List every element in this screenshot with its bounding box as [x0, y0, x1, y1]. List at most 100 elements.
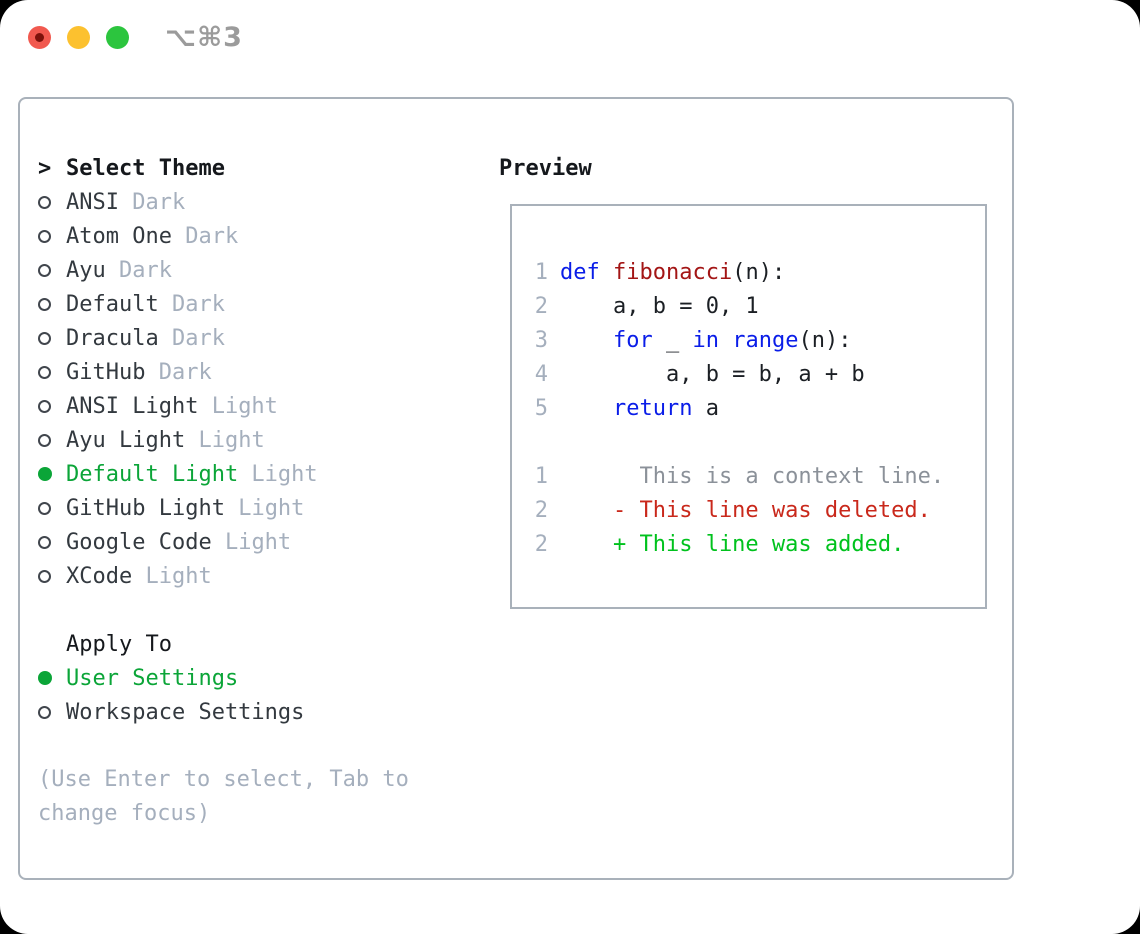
code-line: 2 - This line was deleted.	[534, 493, 985, 527]
theme-item[interactable]: XCode Light	[38, 559, 318, 593]
code-line: 4 a, b = b, a + b	[534, 357, 985, 391]
theme-name: Default	[66, 291, 159, 317]
code-token-keyword: range	[732, 327, 799, 353]
code-token-default: (n):	[732, 259, 786, 285]
theme-name: ANSI Light	[66, 393, 199, 419]
window-titlebar: ⌥⌘3	[0, 0, 1140, 74]
theme-variant: Light	[132, 563, 212, 589]
line-number: 2	[534, 293, 548, 319]
code-token-context: This is a context line.	[560, 463, 945, 489]
preview-header: Preview	[499, 151, 592, 185]
radio-icon	[38, 705, 51, 719]
theme-variant: Dark	[171, 223, 239, 249]
code-token-keyword: in	[692, 327, 719, 353]
theme-name: Ayu Light	[66, 427, 186, 453]
code-token-added: + This line was added.	[560, 531, 905, 557]
code-token-default: a, b = 0, 1	[560, 293, 759, 319]
radio-selected-icon	[38, 671, 52, 685]
code-token-keyword: for	[612, 327, 653, 353]
theme-item[interactable]: Dracula Dark	[38, 321, 318, 355]
theme-name: Ayu	[66, 257, 106, 283]
radio-icon	[38, 229, 51, 243]
theme-variant: Dark	[145, 359, 212, 385]
theme-name: Dracula	[66, 325, 159, 351]
theme-name: Atom One	[66, 223, 172, 249]
theme-variant: Dark	[158, 291, 225, 317]
theme-variant: Light	[185, 427, 265, 453]
theme-variant: Light	[224, 495, 305, 521]
theme-item[interactable]: Default Light Light	[38, 457, 318, 491]
line-number: 1	[534, 463, 548, 489]
theme-item[interactable]: ANSI Dark	[38, 185, 318, 219]
theme-variant: Dark	[158, 325, 225, 351]
theme-variant: Light	[238, 461, 318, 487]
code-token-default: (n):	[798, 327, 852, 353]
theme-item[interactable]: Ayu Dark	[38, 253, 318, 287]
code-token-function: fibonacci	[613, 259, 733, 285]
theme-name: ANSI	[66, 189, 119, 215]
radio-icon	[38, 297, 51, 311]
record-dot-icon	[35, 33, 44, 42]
line-number: 4	[534, 361, 548, 387]
theme-item[interactable]: GitHub Dark	[38, 355, 318, 389]
code-token-default	[560, 396, 613, 421]
theme-name: Default Light	[66, 461, 239, 487]
theme-item[interactable]: ANSI Light Light	[38, 389, 318, 423]
radio-icon	[38, 365, 51, 379]
keyboard-shortcut-label: ⌥⌘3	[165, 22, 243, 53]
apply-option-label: Workspace Settings	[66, 699, 305, 725]
apply-option-label: User Settings	[66, 665, 239, 691]
radio-icon	[38, 501, 51, 515]
maximize-button[interactable]	[106, 26, 129, 49]
line-number: 2	[534, 531, 548, 557]
apply-option[interactable]: User Settings	[38, 661, 304, 695]
prompt-caret: >	[38, 155, 52, 181]
line-number: 5	[534, 395, 548, 421]
code-line: 3 for _ in range(n):	[534, 323, 985, 357]
radio-icon	[38, 263, 51, 277]
theme-name: GitHub Light	[66, 495, 225, 521]
code-token-default: a, b = b, a + b	[560, 361, 865, 387]
close-button[interactable]	[28, 26, 51, 49]
theme-item[interactable]: Google Code Light	[38, 525, 318, 559]
theme-name: Google Code	[66, 529, 212, 555]
apply-option[interactable]: Workspace Settings	[38, 695, 304, 729]
theme-variant: Light	[211, 529, 292, 555]
code-token-default	[600, 260, 613, 285]
line-number: 1	[534, 259, 548, 285]
code-token-keyword: return	[612, 395, 693, 421]
radio-selected-icon	[38, 467, 52, 481]
code-line: 2 a, b = 0, 1	[534, 289, 985, 323]
code-line: 1 This is a context line.	[534, 459, 985, 493]
theme-item[interactable]: Atom One Dark	[38, 219, 318, 253]
line-number: 3	[534, 327, 548, 353]
radio-icon	[38, 399, 51, 413]
theme-item[interactable]: GitHub Light Light	[38, 491, 318, 525]
theme-item[interactable]: Default Dark	[38, 287, 318, 321]
radio-icon	[38, 195, 51, 209]
code-line	[534, 425, 985, 459]
theme-name: XCode	[66, 563, 133, 589]
apply-to-header: Apply To	[38, 627, 304, 661]
radio-icon	[38, 331, 51, 345]
theme-picker-title: Select Theme	[66, 155, 225, 181]
apply-to-title: Apply To	[66, 631, 172, 657]
minimize-button[interactable]	[67, 26, 90, 49]
preview-title: Preview	[499, 155, 592, 181]
theme-item[interactable]: Ayu Light Light	[38, 423, 318, 457]
radio-icon	[38, 535, 51, 549]
radio-icon	[38, 569, 51, 583]
code-token-default	[560, 328, 613, 353]
code-line: 5 return a	[534, 391, 985, 425]
code-token-default	[719, 328, 732, 353]
theme-variant: Dark	[118, 189, 186, 215]
line-number: 2	[534, 497, 548, 523]
